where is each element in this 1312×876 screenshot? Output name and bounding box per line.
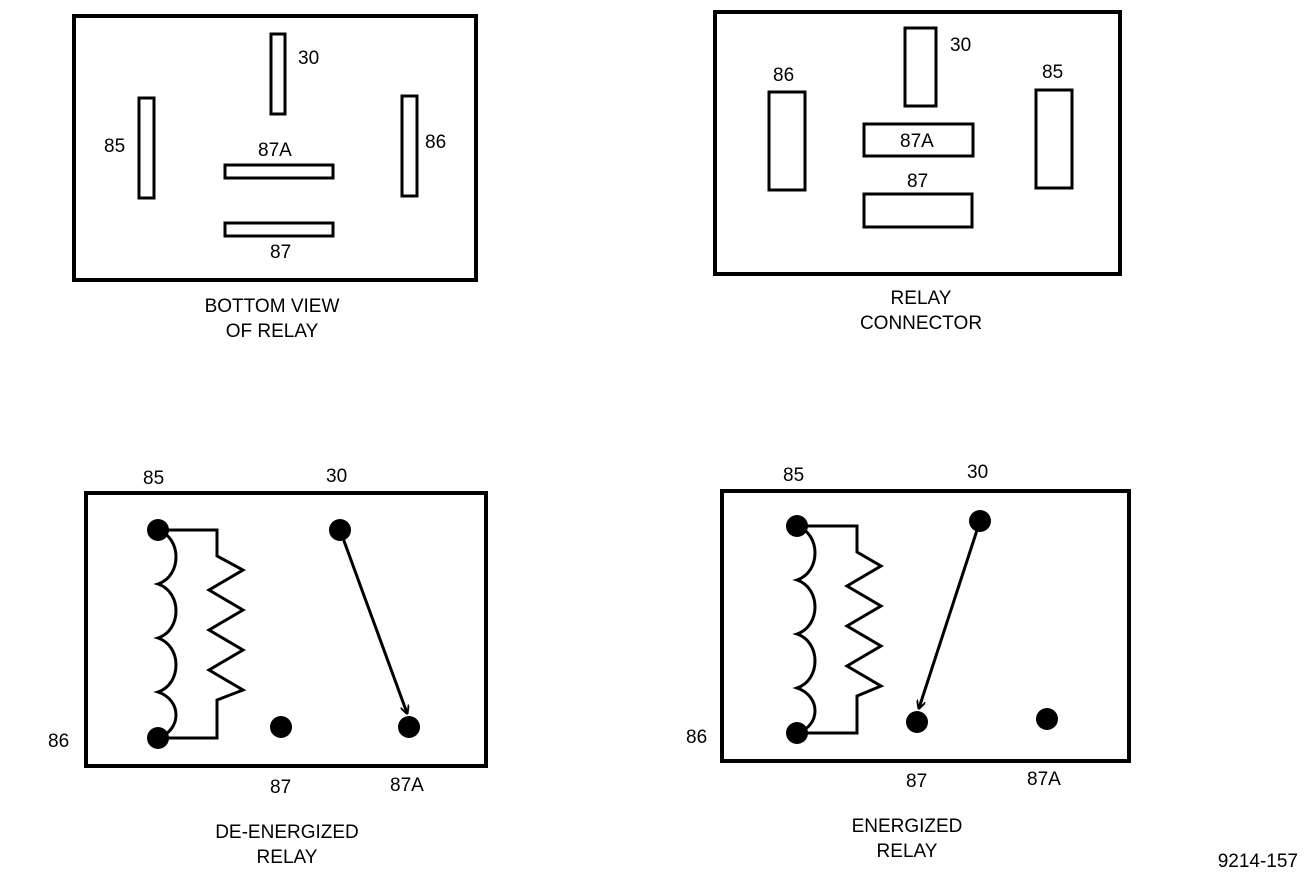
deenergized-panel: 85 30 86 87 87A DE-ENERGIZED RELAY [48,466,488,868]
figure-id: 9214-157 [1218,851,1298,872]
energized-label-30: 30 [967,462,988,483]
deenergized-label-87a: 87A [390,775,424,796]
deenergized-label-85: 85 [143,468,164,489]
energized-label-87: 87 [906,771,927,792]
energized-caption-line1: ENERGIZED [852,816,963,837]
bottom-caption-line2: OF RELAY [226,321,319,342]
connector-frame [713,10,1122,276]
bottom-pin-85 [137,96,156,200]
energized-terminal-87a [1036,708,1058,730]
deenergized-terminal-85 [147,519,169,541]
energized-coil [792,524,817,735]
connector-caption-line1: RELAY [891,288,952,309]
bottom-pin-86 [400,94,419,198]
bottom-pin-87a [223,163,335,180]
bottom-pin-87 [223,221,335,238]
energized-switch-arm [919,520,982,708]
energized-resistor [797,524,885,735]
connector-panel: 30 86 85 87A 87 RELAY CONNECTOR [713,10,1122,334]
deenergized-label-87: 87 [270,777,291,798]
deenergized-switch-arm [338,529,407,713]
connector-pin-87a [862,122,975,158]
bottom-label-85: 85 [104,136,125,157]
deenergized-frame [84,491,488,768]
energized-terminal-85 [786,515,808,537]
bottom-view-frame [72,14,478,282]
bottom-caption-line1: BOTTOM VIEW [205,296,340,317]
deenergized-terminal-86 [147,727,169,749]
energized-frame [720,489,1131,763]
connector-label-86: 86 [773,65,794,86]
bottom-label-87a: 87A [258,140,292,161]
connector-pin-86 [767,90,807,192]
deenergized-coil [153,528,178,740]
connector-caption-line2: CONNECTOR [860,313,982,334]
bottom-label-86: 86 [425,132,446,153]
connector-label-30: 30 [950,35,971,56]
connector-label-87a: 87A [900,131,934,152]
bottom-label-30: 30 [298,48,319,69]
bottom-pin-30 [269,32,287,116]
connector-pin-85 [1034,88,1074,190]
deenergized-terminal-30 [329,519,351,541]
deenergized-label-86: 86 [48,731,69,752]
energized-label-85: 85 [783,465,804,486]
connector-label-87: 87 [907,171,928,192]
energized-panel: 85 30 86 87 87A ENERGIZED RELAY [686,462,1131,862]
energized-caption-line2: RELAY [877,841,938,862]
deenergized-label-30: 30 [326,466,347,487]
deenergized-caption-line1: DE-ENERGIZED [215,822,359,843]
energized-terminal-86 [786,722,808,744]
deenergized-resistor [158,528,247,740]
connector-pin-30 [903,26,938,108]
bottom-view-panel: 30 85 86 87A 87 BOTTOM VIEW OF RELAY [72,14,478,342]
connector-label-85: 85 [1042,62,1063,83]
energized-label-87a: 87A [1027,769,1061,790]
energized-terminal-87 [906,711,928,733]
deenergized-caption-line2: RELAY [257,847,318,868]
connector-pin-87 [862,192,974,229]
energized-label-86: 86 [686,727,707,748]
energized-terminal-30 [969,510,991,532]
bottom-label-87: 87 [270,242,291,263]
deenergized-terminal-87a [398,716,420,738]
deenergized-terminal-87 [270,716,292,738]
